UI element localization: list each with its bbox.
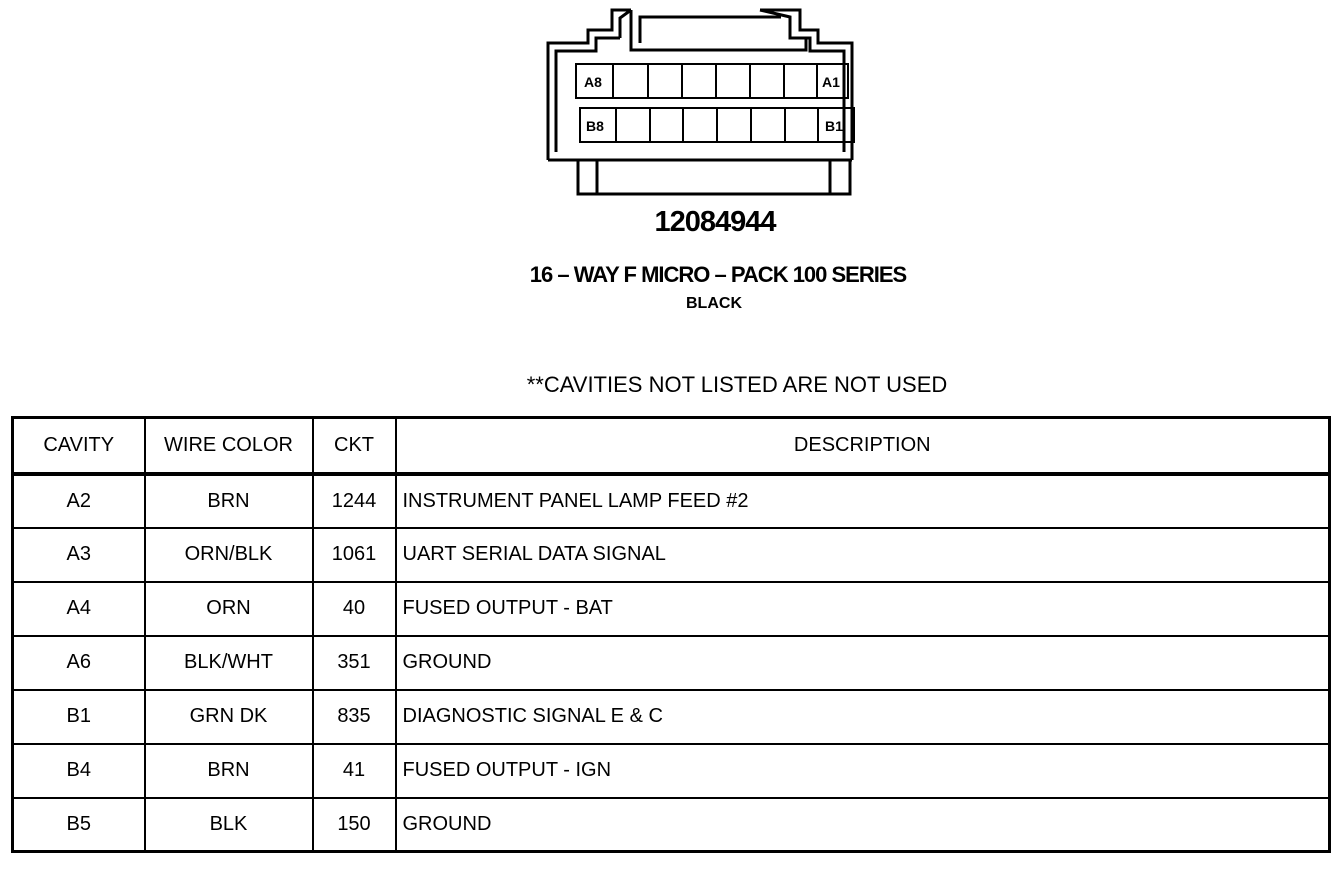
connector-name: 16 – WAY F MICRO – PACK 100 SERIES xyxy=(529,262,907,287)
cell-wire-color: GRN DK xyxy=(143,688,314,745)
cell-wire-color: BLK/WHT xyxy=(143,634,314,691)
cell-cavity: B5 xyxy=(11,796,146,853)
pin-label-a8: A8 xyxy=(584,74,602,90)
cell-wire-color: ORN xyxy=(143,580,314,637)
cell-wire-color: BRN xyxy=(143,472,314,529)
part-number: 12084944 xyxy=(654,206,776,238)
cell-wire-color: BLK xyxy=(143,796,314,853)
connector-latch xyxy=(618,8,808,52)
cell-ckt: 40 xyxy=(311,580,397,637)
cell-cavity: B4 xyxy=(11,742,146,799)
connector-legs xyxy=(576,160,852,196)
table-row: B1 GRN DK 835 DIAGNOSTIC SIGNAL E & C xyxy=(11,688,1331,745)
cavity-row-b xyxy=(579,107,855,143)
pinout-table: CAVITY WIRE COLOR CKT DESCRIPTION A2 BRN… xyxy=(11,416,1331,853)
header-cavity: CAVITY xyxy=(11,416,146,476)
pin-label-b8: B8 xyxy=(586,118,604,134)
unused-cavities-note: **CAVITIES NOT LISTED ARE NOT USED xyxy=(526,372,948,397)
cell-description: INSTRUMENT PANEL LAMP FEED #2 xyxy=(394,472,1331,529)
table-row: B4 BRN 41 FUSED OUTPUT - IGN xyxy=(11,742,1331,799)
cell-cavity: A6 xyxy=(11,634,146,691)
connector-housing xyxy=(546,8,854,162)
cell-wire-color: ORN/BLK xyxy=(143,526,314,583)
connector-housing-inner xyxy=(554,36,846,152)
cell-ckt: 835 xyxy=(311,688,397,745)
cell-ckt: 351 xyxy=(311,634,397,691)
table-row: A2 BRN 1244 INSTRUMENT PANEL LAMP FEED #… xyxy=(11,472,1331,529)
cell-description: GROUND xyxy=(394,634,1331,691)
table-row: A3 ORN/BLK 1061 UART SERIAL DATA SIGNAL xyxy=(11,526,1331,583)
cell-ckt: 1244 xyxy=(311,472,397,529)
connector-color: BLACK xyxy=(686,295,742,312)
cell-cavity: A3 xyxy=(11,526,146,583)
table-row: B5 BLK 150 GROUND xyxy=(11,796,1331,853)
cell-cavity: A4 xyxy=(11,580,146,637)
cell-description: FUSED OUTPUT - BAT xyxy=(394,580,1331,637)
cell-ckt: 1061 xyxy=(311,526,397,583)
pin-label-b1: B1 xyxy=(825,118,843,134)
table-header-row: CAVITY WIRE COLOR CKT DESCRIPTION xyxy=(11,416,1331,476)
table-row: A6 BLK/WHT 351 GROUND xyxy=(11,634,1331,691)
cell-description: DIAGNOSTIC SIGNAL E & C xyxy=(394,688,1331,745)
cell-cavity: B1 xyxy=(11,688,146,745)
cell-ckt: 41 xyxy=(311,742,397,799)
cavity-row-a xyxy=(575,63,849,99)
cell-wire-color: BRN xyxy=(143,742,314,799)
cell-description: FUSED OUTPUT - IGN xyxy=(394,742,1331,799)
header-wire-color: WIRE COLOR xyxy=(143,416,314,476)
cell-description: UART SERIAL DATA SIGNAL xyxy=(394,526,1331,583)
pin-label-a1: A1 xyxy=(822,74,840,90)
table-row: A4 ORN 40 FUSED OUTPUT - BAT xyxy=(11,580,1331,637)
cell-description: GROUND xyxy=(394,796,1331,853)
cell-ckt: 150 xyxy=(311,796,397,853)
cell-cavity: A2 xyxy=(11,472,146,529)
header-description: DESCRIPTION xyxy=(394,416,1331,476)
header-ckt: CKT xyxy=(311,416,397,476)
connector-diagram: A8 A1 B8 B1 xyxy=(546,8,855,196)
